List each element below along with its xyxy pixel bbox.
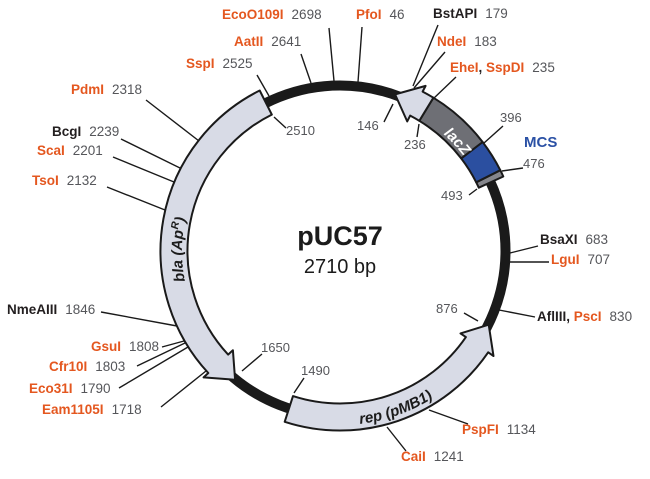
plasmid-title-block: pUC57 2710 bp	[260, 221, 420, 279]
boundary-mark-476: 476	[523, 156, 545, 171]
boundary-mark-876: 876	[436, 301, 458, 316]
boundary-mark-2510: 2510	[286, 123, 315, 138]
feature-bla	[159, 89, 273, 381]
boundary-mark-1650: 1650	[261, 340, 290, 355]
feature-lacz-arrowhead	[394, 84, 435, 123]
boundary-mark-493: 493	[441, 188, 463, 203]
feature-rep	[283, 323, 495, 432]
mcs-label: MCS	[524, 134, 558, 151]
gene-label-bla: bla (ApR)	[169, 216, 189, 284]
leader-lines	[100, 24, 549, 452]
plasmid-size: 2710 bp	[303, 256, 377, 278]
plasmid-name: pUC57	[297, 221, 383, 251]
boundary-mark-146: 146	[357, 118, 379, 133]
boundary-mark-236: 236	[404, 137, 426, 152]
boundary-mark-396: 396	[500, 110, 522, 125]
boundary-mark-1490: 1490	[301, 363, 330, 378]
